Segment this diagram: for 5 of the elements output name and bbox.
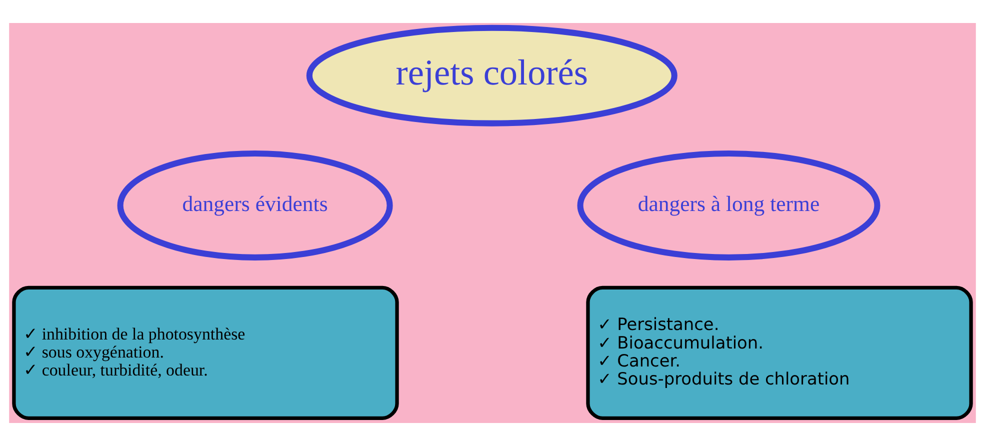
node-ellipse: dangers évidents [117, 150, 393, 260]
node-ellipse: rejets colorés [306, 24, 678, 126]
node-box: ✓ Persistance. ✓ Bioaccumulation. ✓ Cancer. ✓ Sous-produits de chloration [586, 286, 973, 420]
node-box: ✓ inhibition de la photosynthèse ✓ sous oxygénation. ✓ couleur, turbidité, odeur. [12, 286, 399, 420]
node-ellipse: dangers à long terme [577, 150, 880, 260]
